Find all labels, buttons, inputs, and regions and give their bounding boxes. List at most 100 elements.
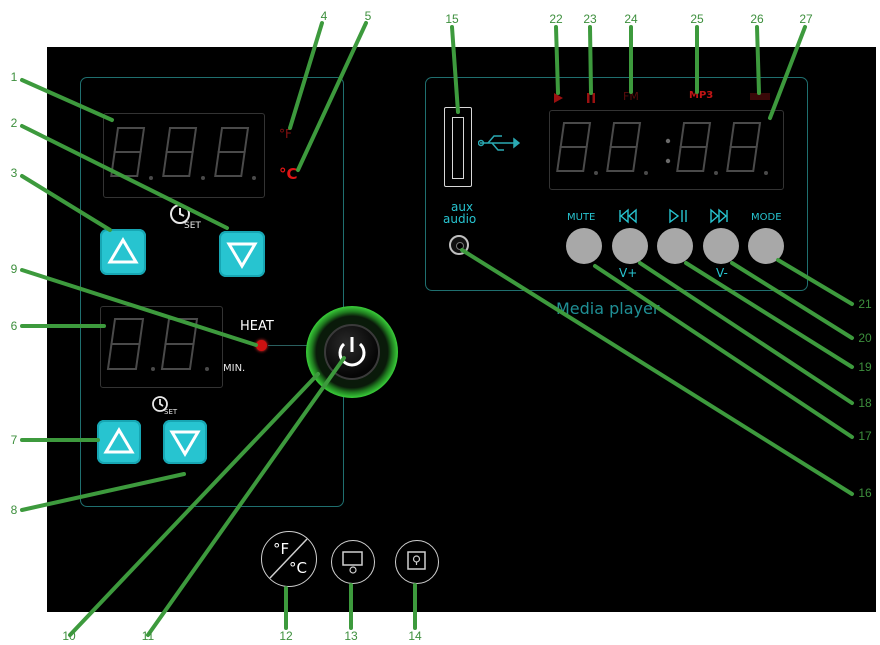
callout-2: 2	[10, 116, 18, 130]
leader-15	[450, 25, 460, 114]
minutes-label: MIN.	[223, 363, 246, 374]
bulb-in-box-icon	[407, 551, 426, 570]
temp-set-label: SET	[184, 221, 201, 231]
leader-19	[684, 261, 854, 369]
unit-toggle-f: °F	[273, 540, 290, 558]
callout-23: 23	[583, 12, 597, 26]
indicator-26	[750, 93, 770, 100]
timer-down-button[interactable]	[163, 420, 207, 464]
timer-up-button[interactable]	[97, 420, 141, 464]
leader-16	[460, 248, 854, 496]
callout-24: 24	[624, 12, 638, 26]
mute-label: MUTE	[567, 212, 596, 223]
timer-digits	[106, 318, 209, 371]
fahrenheit-indicator: °F	[279, 127, 292, 141]
celsius-indicator: °C	[279, 165, 298, 183]
callout-10: 10	[62, 629, 76, 643]
volume-up-label: V+	[619, 266, 638, 280]
callout-8: 8	[10, 503, 18, 517]
leader-26	[755, 25, 761, 95]
callout-15: 15	[445, 12, 459, 26]
previous-volume-up-button[interactable]	[612, 228, 648, 264]
callout-17: 17	[858, 429, 872, 443]
next-track-icon	[710, 208, 728, 224]
timer-display	[100, 306, 223, 388]
callout-9: 9	[10, 262, 18, 276]
light-button-13[interactable]	[331, 540, 375, 584]
callout-21: 21	[858, 297, 872, 311]
callout-12: 12	[279, 629, 293, 643]
lamp-icon	[342, 551, 363, 574]
play-pause-button[interactable]	[657, 228, 693, 264]
next-volume-down-button[interactable]	[703, 228, 739, 264]
leader-20	[730, 261, 854, 340]
leader-27	[768, 25, 807, 120]
temp-up-button[interactable]	[100, 229, 146, 275]
light-button-14[interactable]	[395, 540, 439, 584]
callout-13: 13	[344, 629, 358, 643]
unit-toggle-c: °C	[289, 559, 307, 577]
unit-toggle-button[interactable]: °F °C	[261, 531, 317, 587]
temperature-timer-module	[80, 77, 344, 507]
volume-down-label: V-	[716, 266, 728, 280]
triangle-up-icon	[107, 237, 139, 264]
fm-indicator: FM	[623, 90, 639, 103]
leader-5	[296, 21, 368, 172]
leader-22	[554, 25, 560, 95]
leader-10	[68, 372, 320, 637]
triangle-up-icon	[103, 427, 135, 454]
temperature-digits	[110, 127, 256, 180]
temperature-display	[103, 113, 265, 198]
pause-indicator-icon	[587, 93, 595, 103]
leader-21	[776, 258, 854, 306]
previous-track-icon	[619, 208, 637, 224]
triangle-down-icon	[169, 430, 201, 457]
leader-17	[593, 264, 854, 439]
callout-14: 14	[408, 629, 422, 643]
callout-25: 25	[690, 12, 704, 26]
usb-slot	[452, 117, 464, 179]
callout-7: 7	[10, 433, 18, 447]
timer-set-label: SET	[164, 408, 178, 416]
heat-led-line	[268, 345, 310, 346]
callout-18: 18	[858, 396, 872, 410]
callout-19: 19	[858, 360, 872, 374]
callout-5: 5	[364, 9, 372, 23]
callout-16: 16	[858, 486, 872, 500]
aux-jack-hole	[456, 242, 464, 250]
play-indicator-icon	[554, 93, 563, 103]
leader-11	[146, 356, 346, 637]
leader-23	[588, 25, 593, 95]
power-icon	[338, 337, 366, 367]
media-digits	[556, 122, 768, 175]
callout-4: 4	[320, 9, 328, 23]
leader-8	[20, 472, 186, 512]
callout-1: 1	[10, 70, 18, 84]
callout-26: 26	[750, 12, 764, 26]
callout-20: 20	[858, 331, 872, 345]
mode-label: MODE	[751, 212, 782, 223]
aux-label-line1: aux	[451, 200, 474, 214]
heat-indicator-led	[256, 340, 267, 351]
mute-button[interactable]	[566, 228, 602, 264]
mp3-indicator: MP3	[689, 90, 714, 101]
temp-down-button[interactable]	[219, 231, 265, 277]
leader-9	[20, 268, 258, 347]
media-display	[549, 110, 784, 190]
play-pause-icon	[669, 208, 687, 224]
media-player-label: Media player	[556, 299, 660, 318]
heat-label: HEAT	[240, 319, 274, 334]
callout-11: 11	[141, 629, 155, 643]
media-player-module	[425, 77, 808, 291]
callout-6: 6	[10, 319, 18, 333]
callout-27: 27	[799, 12, 813, 26]
leader-1	[20, 78, 114, 122]
usb-icon	[478, 135, 520, 151]
slash-divider-icon	[269, 538, 308, 579]
aux-label-line2: audio	[443, 212, 477, 226]
triangle-down-icon	[226, 242, 258, 269]
leader-18	[638, 261, 854, 405]
timer-set-icon	[152, 396, 168, 412]
callout-22: 22	[549, 12, 563, 26]
